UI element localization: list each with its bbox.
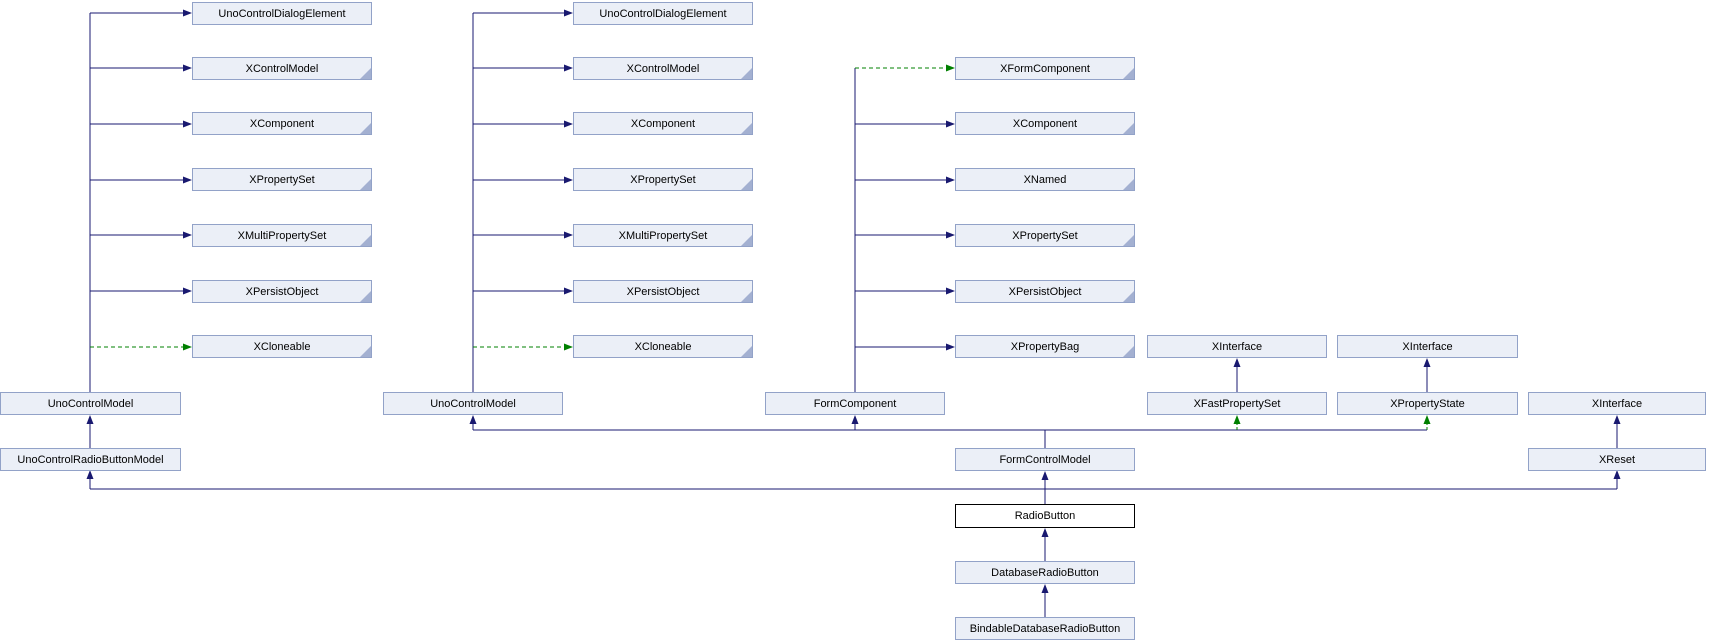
folded-corner-icon (360, 291, 371, 302)
folded-corner-icon (360, 123, 371, 134)
node-xinterface-2[interactable]: XInterface (1337, 335, 1518, 358)
node-unocontrolmodel-2[interactable]: UnoControlModel (383, 392, 563, 415)
node-label: XComponent (1012, 117, 1078, 130)
node-xinterface-1[interactable]: XInterface (1147, 335, 1327, 358)
node-label: XPropertySet (1012, 229, 1078, 242)
node-xcloneable-1[interactable]: XCloneable (192, 335, 372, 358)
edges-left-column (86, 9, 192, 448)
node-label: FormComponent (813, 397, 897, 410)
node-label: BindableDatabaseRadioButton (969, 622, 1121, 635)
node-label: XMultiPropertySet (618, 229, 708, 242)
node-xcomponent-3[interactable]: XComponent (955, 112, 1135, 135)
node-label: XFastPropertySet (1193, 397, 1281, 410)
node-label: XComponent (249, 117, 315, 130)
folded-corner-icon (741, 235, 752, 246)
node-label: RadioButton (1014, 510, 1076, 522)
edges-formcomponent-column (854, 64, 955, 392)
node-xpropertyset-2[interactable]: XPropertySet (573, 168, 753, 191)
node-xpersistobject-3[interactable]: XPersistObject (955, 280, 1135, 303)
folded-corner-icon (1123, 291, 1134, 302)
folded-corner-icon (741, 291, 752, 302)
folded-corner-icon (1123, 235, 1134, 246)
folded-corner-icon (741, 179, 752, 190)
node-xpropertyset-1[interactable]: XPropertySet (192, 168, 372, 191)
node-unocontroldialogelement-1[interactable]: UnoControlDialogElement (192, 2, 372, 25)
node-xformcomponent[interactable]: XFormComponent (955, 57, 1135, 80)
node-databaseradiobutton[interactable]: DatabaseRadioButton (955, 561, 1135, 584)
node-xfastpropertyset[interactable]: XFastPropertySet (1147, 392, 1327, 415)
node-unocontrolradiobuttonmodel[interactable]: UnoControlRadioButtonModel (0, 448, 181, 471)
node-label: XPersistObject (1008, 285, 1082, 298)
node-formcomponent[interactable]: FormComponent (765, 392, 945, 415)
node-xpersistobject-2[interactable]: XPersistObject (573, 280, 753, 303)
node-xcontrolmodel-1[interactable]: XControlModel (192, 57, 372, 80)
node-xpropertybag[interactable]: XPropertyBag (955, 335, 1135, 358)
folded-corner-icon (360, 346, 371, 357)
node-xmultipropertyset-1[interactable]: XMultiPropertySet (192, 224, 372, 247)
node-label: XPersistObject (245, 285, 319, 298)
folded-corner-icon (1123, 68, 1134, 79)
folded-corner-icon (360, 68, 371, 79)
node-label: XControlModel (626, 62, 700, 75)
folded-corner-icon (360, 179, 371, 190)
folded-corner-icon (741, 123, 752, 134)
node-label: XComponent (630, 117, 696, 130)
node-xpropertystate[interactable]: XPropertyState (1337, 392, 1518, 415)
node-label: XPersistObject (626, 285, 700, 298)
folded-corner-icon (1123, 123, 1134, 134)
node-xcontrolmodel-2[interactable]: XControlModel (573, 57, 753, 80)
node-unocontroldialogelement-2[interactable]: UnoControlDialogElement (573, 2, 753, 25)
node-xmultipropertyset-2[interactable]: XMultiPropertySet (573, 224, 753, 247)
node-label: UnoControlDialogElement (218, 7, 346, 20)
folded-corner-icon (1123, 179, 1134, 190)
edges-formcontrolmodel-bus (469, 415, 1431, 448)
node-label: XCloneable (634, 340, 692, 353)
node-xcomponent-1[interactable]: XComponent (192, 112, 372, 135)
node-label: XInterface (1591, 397, 1643, 410)
node-label: XCloneable (253, 340, 311, 353)
node-xnamed[interactable]: XNamed (955, 168, 1135, 191)
node-label: XFormComponent (1000, 62, 1090, 75)
node-label: XControlModel (245, 62, 319, 75)
node-bindabledatabaseradiobutton[interactable]: BindableDatabaseRadioButton (955, 617, 1135, 640)
folded-corner-icon (1123, 346, 1134, 357)
node-formcontrolmodel[interactable]: FormControlModel (955, 448, 1135, 471)
node-label: XPropertySet (630, 173, 696, 186)
node-label: UnoControlRadioButtonModel (17, 453, 164, 466)
node-xpersistobject-1[interactable]: XPersistObject (192, 280, 372, 303)
node-label: FormControlModel (999, 453, 1091, 466)
edges-middle-column (472, 9, 573, 392)
node-label: XPropertyBag (1010, 340, 1080, 353)
node-label: XPropertySet (249, 173, 315, 186)
node-label: UnoControlModel (430, 397, 516, 410)
node-label: XMultiPropertySet (237, 229, 327, 242)
node-xcomponent-2[interactable]: XComponent (573, 112, 753, 135)
node-xreset[interactable]: XReset (1528, 448, 1706, 471)
folded-corner-icon (741, 68, 752, 79)
node-label: XInterface (1402, 340, 1453, 353)
folded-corner-icon (741, 346, 752, 357)
node-label: XPropertyState (1390, 397, 1465, 410)
edges-radiobutton-bus (86, 470, 1621, 617)
node-label: XReset (1598, 453, 1636, 466)
node-xpropertyset-3[interactable]: XPropertySet (955, 224, 1135, 247)
node-label: UnoControlModel (47, 397, 134, 410)
node-radiobutton-current: RadioButton (955, 504, 1135, 528)
node-xcloneable-2[interactable]: XCloneable (573, 335, 753, 358)
node-label: DatabaseRadioButton (991, 566, 1099, 579)
node-unocontrolmodel-1[interactable]: UnoControlModel (0, 392, 181, 415)
node-xinterface-3[interactable]: XInterface (1528, 392, 1706, 415)
node-label: XNamed (1023, 173, 1067, 186)
folded-corner-icon (360, 235, 371, 246)
node-label: UnoControlDialogElement (599, 7, 727, 20)
node-label: XInterface (1211, 340, 1263, 353)
